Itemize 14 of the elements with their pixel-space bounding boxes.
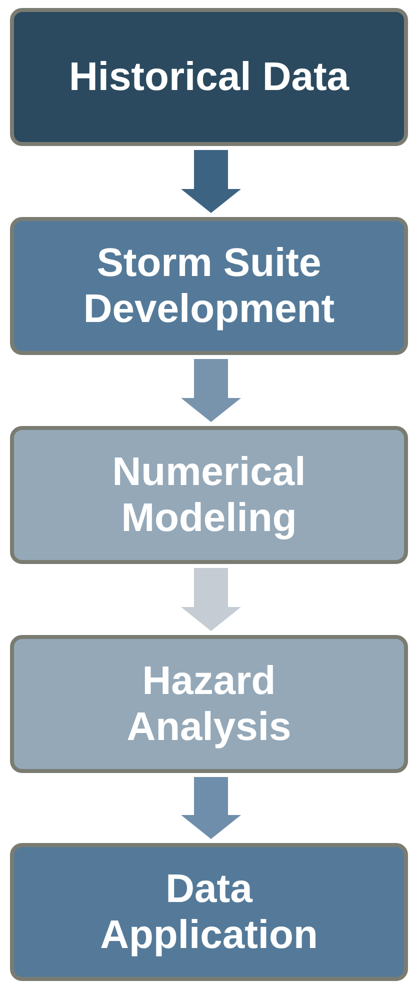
process-box bbox=[10, 426, 408, 564]
block-arrow bbox=[181, 150, 241, 213]
process-box bbox=[10, 635, 408, 773]
box-label: Hazard Analysis bbox=[126, 658, 292, 750]
box-label: Data Application bbox=[99, 866, 319, 958]
process-box bbox=[10, 217, 408, 355]
process-box bbox=[10, 843, 408, 981]
box-label: Numerical Modeling bbox=[111, 449, 307, 541]
box-label: Historical Data bbox=[68, 54, 350, 100]
block-arrow bbox=[181, 568, 241, 631]
block-arrow bbox=[181, 359, 241, 422]
block-arrow bbox=[181, 777, 241, 839]
box-label: Storm Suite Development bbox=[82, 240, 336, 332]
process-box bbox=[10, 8, 408, 146]
